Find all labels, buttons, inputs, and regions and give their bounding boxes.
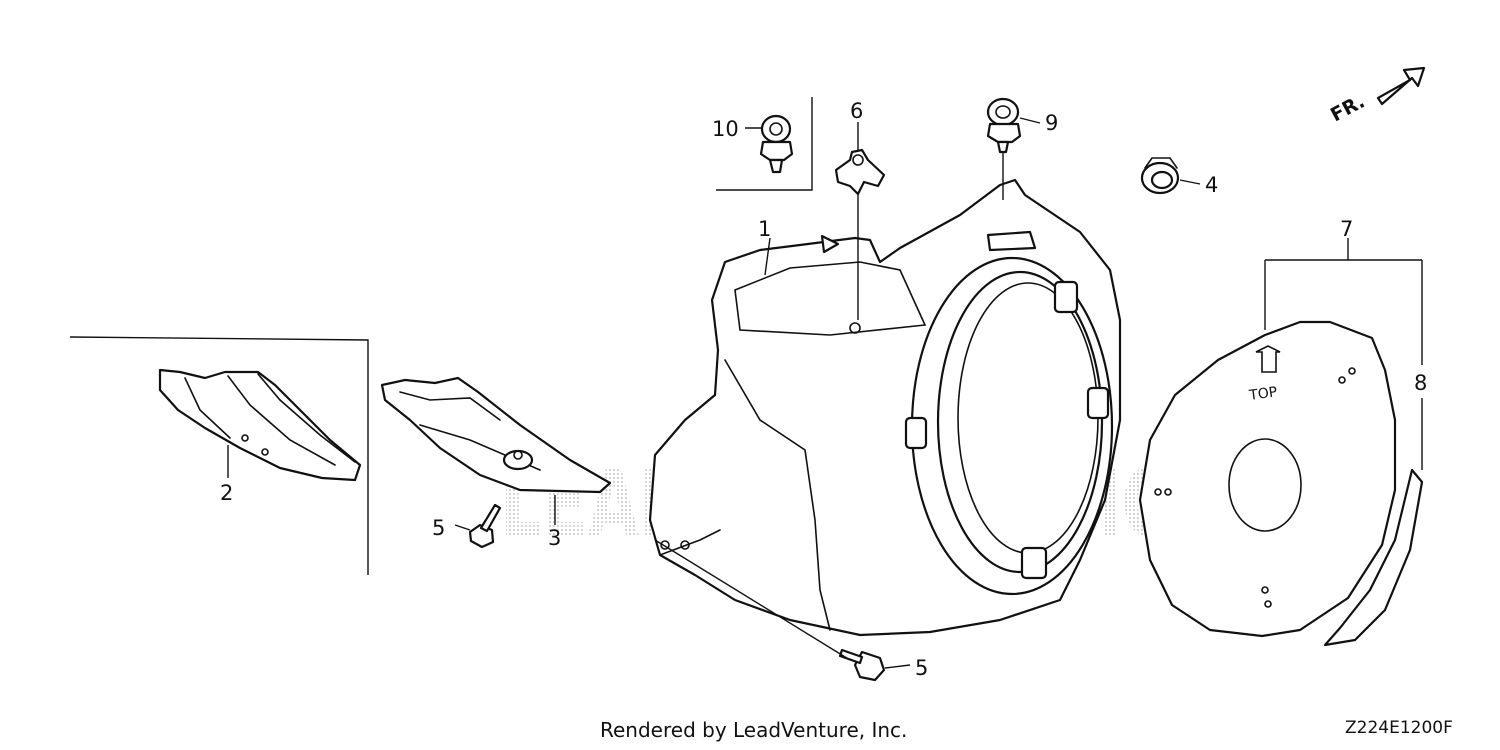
part-10-clamp — [759, 114, 794, 174]
callout-1: 1 — [758, 217, 771, 241]
part-5-bolt-bottom — [838, 648, 886, 682]
part-1-fan-cover — [648, 178, 1122, 637]
plate-top-label: TOP — [1247, 384, 1278, 404]
part-7-cover-plate: TOP — [1138, 320, 1397, 638]
callout-10: 10 — [712, 117, 739, 141]
leader-lines — [227, 117, 1423, 669]
callout-6: 6 — [850, 99, 863, 123]
part-4-grommet — [1140, 157, 1180, 195]
callout-3: 3 — [548, 526, 561, 550]
fr-direction-arrow-icon: FR. — [1327, 66, 1426, 126]
callouts: 1 2 3 4 5 5 6 7 8 9 10 — [220, 99, 1427, 680]
callout-4: 4 — [1205, 173, 1218, 197]
group-bracket-left — [69, 336, 369, 575]
credit-text: Rendered by LeadVenture, Inc. — [600, 718, 908, 742]
group-bracket-top — [716, 97, 813, 191]
part-2-lower-cover — [158, 368, 362, 482]
callout-7: 7 — [1340, 217, 1353, 241]
part-3-lower-cover — [380, 376, 612, 494]
part-8-seal-strip — [1323, 468, 1424, 647]
callout-9: 9 — [1045, 111, 1058, 135]
fr-direction-label: FR. — [1327, 90, 1368, 126]
part-9-clamp — [986, 97, 1022, 154]
callout-5-bottom: 5 — [915, 656, 928, 680]
part-5-bolt-left — [468, 503, 502, 549]
part-6-clip — [834, 148, 886, 196]
callout-8: 8 — [1414, 371, 1427, 395]
callout-2: 2 — [220, 481, 233, 505]
diagram-code: Z224E1200F — [1345, 718, 1453, 738]
callout-5-left: 5 — [432, 516, 445, 540]
